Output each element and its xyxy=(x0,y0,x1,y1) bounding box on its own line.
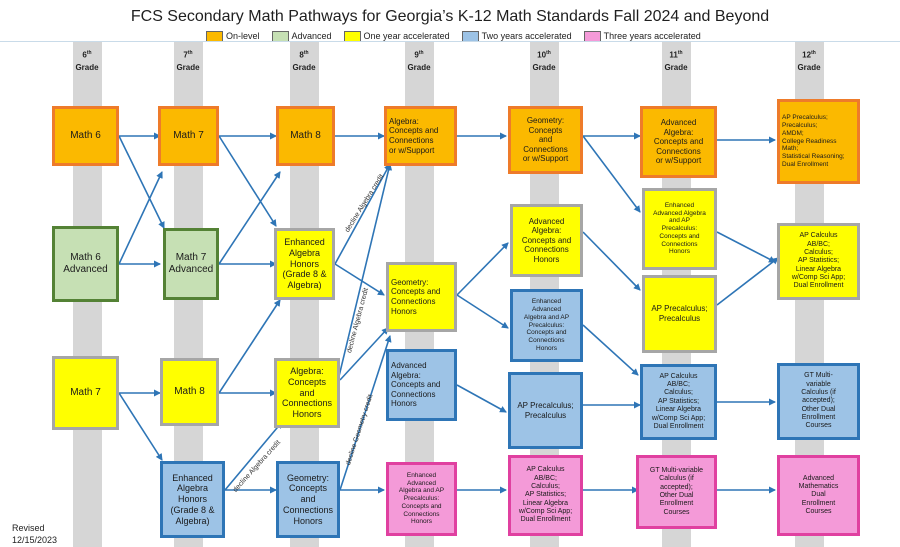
arrow xyxy=(582,231,641,291)
header-rule xyxy=(0,41,900,42)
course-ap-precalculus-grade11: AP Precalculus; Precalculus xyxy=(642,275,717,353)
course-enhanced-algebra-honors-grade7: Enhanced Algebra Honors (Grade 8 & Algeb… xyxy=(160,461,225,538)
course-advanced-algebra-honors-grade9: Advanced Algebra: Concepts and Connectio… xyxy=(386,349,457,421)
arrow xyxy=(716,257,779,306)
course-gt-multivariable-grade11: GT Multi-variable Calculus (if accepted)… xyxy=(636,455,717,529)
course-enhanced-algebra-honors-grade8: Enhanced Algebra Honors (Grade 8 & Algeb… xyxy=(274,228,335,300)
course-ap-precalculus-grade12: AP Precalculus; Precalculus; AMDM; Colle… xyxy=(777,99,860,184)
course-ap-precalculus-grade10: AP Precalculus; Precalculus xyxy=(508,372,583,449)
arrow xyxy=(582,135,641,213)
legend-label: Three years accelerated xyxy=(603,31,701,41)
course-geometry-honors-grade8: Geometry: Concepts and Connections Honor… xyxy=(276,461,340,538)
course-geometry-honors-grade9: Geometry: Concepts and Connections Honor… xyxy=(386,262,457,332)
course-math-8: Math 8 xyxy=(276,106,335,166)
arrow xyxy=(334,263,385,296)
arrow xyxy=(118,392,163,461)
course-enhanced-advanced-algebra-grade11: Enhanced Advanced Algebra and AP Precalc… xyxy=(642,188,717,270)
legend-label: Advanced xyxy=(291,31,332,41)
course-advanced-algebra-honors-grade10: Advanced Algebra: Concepts and Connectio… xyxy=(510,204,583,277)
course-math-7: Math 7 xyxy=(158,106,219,166)
legend-label: Two years accelerated xyxy=(481,31,572,41)
arrow xyxy=(218,135,277,227)
course-math-7-advanced: Math 7 Advanced xyxy=(163,228,219,300)
course-algebra-honors-grade8: Algebra: Concepts and Connections Honors xyxy=(274,358,340,428)
course-ap-calculus-grade11: AP Calculus AB/BC; Calculus; AP Statisti… xyxy=(640,364,717,440)
arrow xyxy=(456,242,509,296)
arrow xyxy=(224,421,283,491)
revised-date-value: 12/15/2023 xyxy=(12,535,58,545)
course-math-7-grade6: Math 7 xyxy=(52,356,119,430)
arrow xyxy=(218,299,281,394)
course-math-8-grade7: Math 8 xyxy=(160,358,219,426)
page-title: FCS Secondary Math Pathways for Georgia’… xyxy=(130,8,770,25)
legend: On-level Advanced One year accelerated T… xyxy=(206,29,707,43)
arrow xyxy=(716,231,776,263)
course-ap-calculus-grade12: AP Calculus AB/BC; Calculus; AP Statisti… xyxy=(777,223,860,300)
course-advanced-math-dual-enrollment-grade12: Advanced Mathematics Dual Enrollment Cou… xyxy=(777,455,860,536)
arrow xyxy=(218,171,281,265)
arrow xyxy=(582,324,639,376)
arrow xyxy=(118,135,165,229)
arrow xyxy=(334,163,391,265)
course-algebra-grade9: Algebra: Concepts and Connections or w/S… xyxy=(384,106,457,166)
arrow xyxy=(456,294,509,329)
course-gt-multivariable-grade12: GT Multi- variable Calculus (if accepted… xyxy=(777,363,860,440)
arrow xyxy=(456,384,507,413)
course-advanced-algebra-grade11: Advanced Algebra: Concepts and Connectio… xyxy=(640,106,717,178)
arrow xyxy=(339,335,392,491)
arrow xyxy=(334,163,393,394)
course-enhanced-advanced-algebra-grade10: Enhanced Advanced Algebra and AP Precalc… xyxy=(510,289,583,362)
course-geometry-grade10: Geometry: Concepts and Connections or w/… xyxy=(508,106,583,174)
course-math-6: Math 6 xyxy=(52,106,119,166)
legend-label: On-level xyxy=(226,31,260,41)
course-ap-calculus-grade10: AP Calculus AB/BC; Calculus; AP Statisti… xyxy=(508,455,583,536)
revised-label: Revised xyxy=(12,523,45,533)
legend-label: One year accelerated xyxy=(363,31,450,41)
arrow xyxy=(339,327,389,381)
course-math-6-advanced: Math 6 Advanced xyxy=(52,226,119,302)
course-enhanced-advanced-algebra-grade9: Enhanced Advanced Algebra and AP Precalc… xyxy=(386,462,457,536)
arrow xyxy=(118,171,163,265)
revised-date: Revised 12/15/2023 xyxy=(12,522,57,546)
